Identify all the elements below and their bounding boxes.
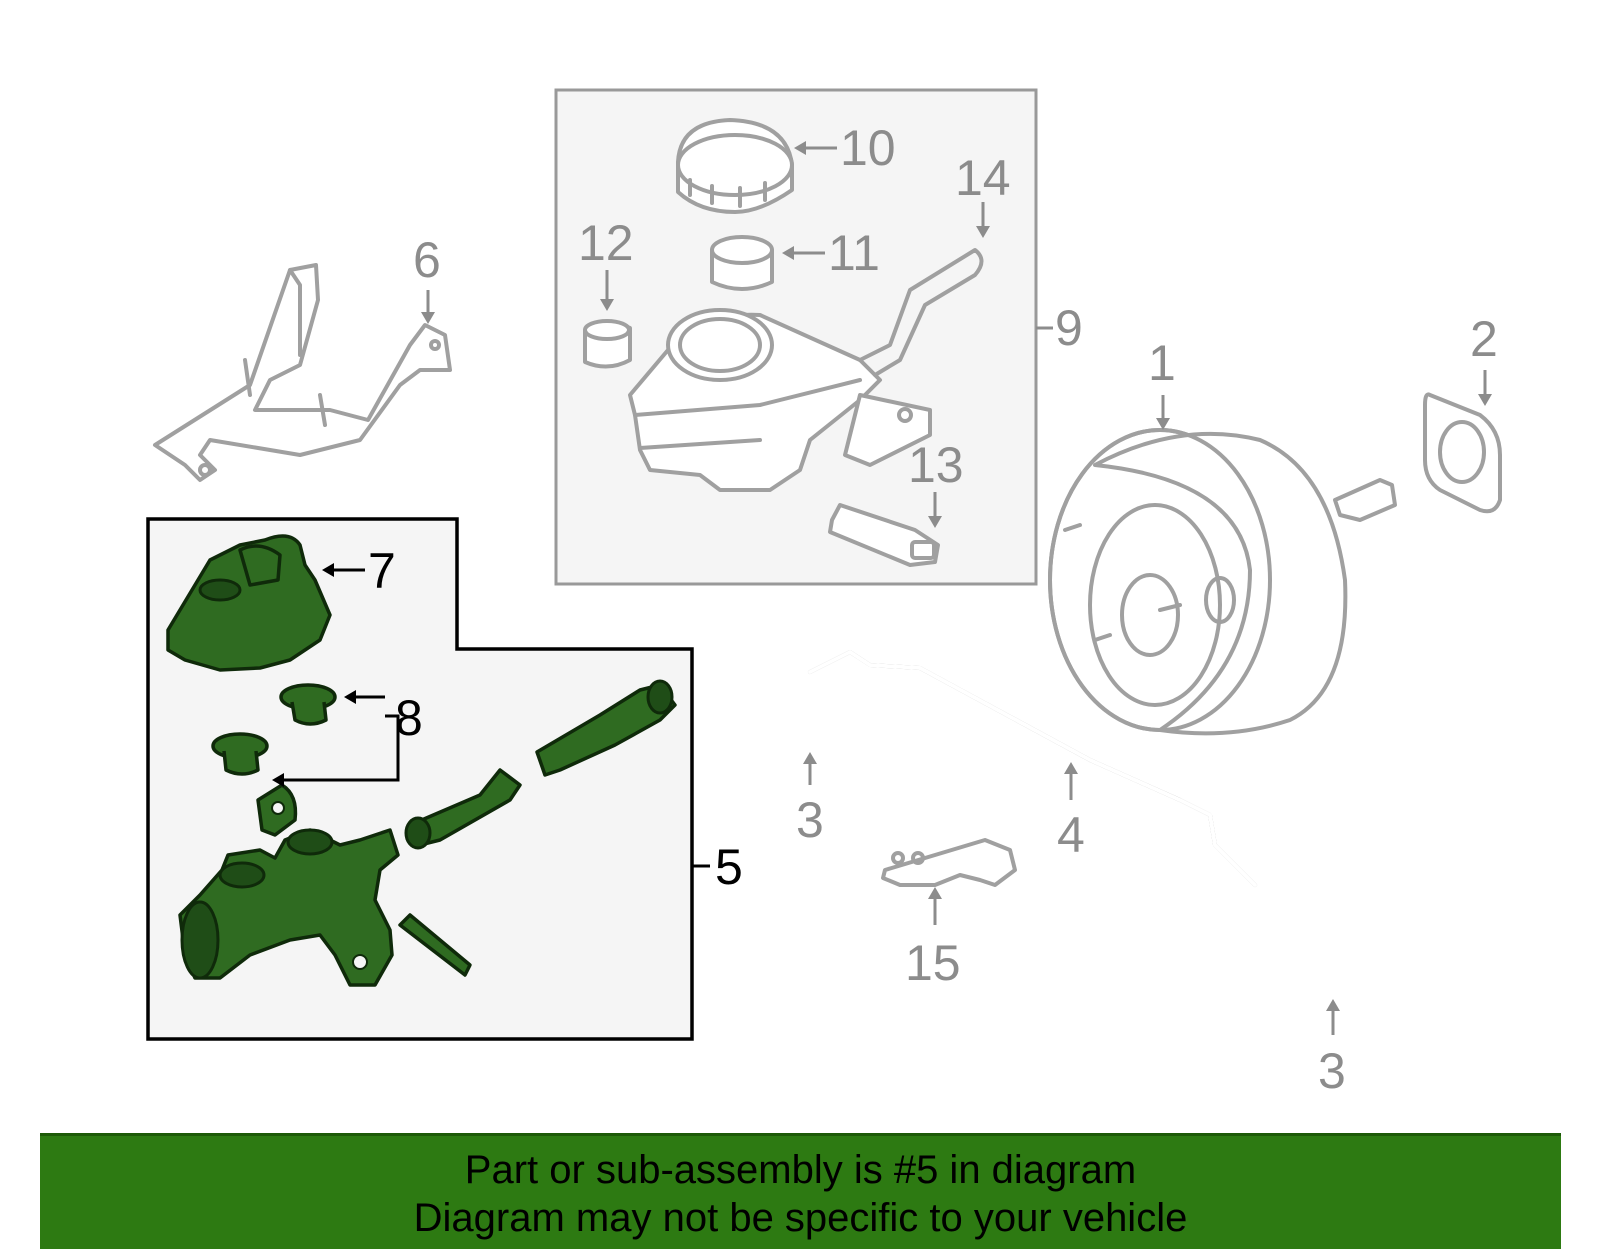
part-3-hose-upper <box>734 688 906 816</box>
part-3-hose-lower <box>1276 891 1369 990</box>
callout-11: 11 <box>828 225 880 281</box>
part-5-master-cylinder <box>178 783 400 987</box>
part-6-bracket <box>153 263 452 482</box>
callout-8: 8 <box>395 690 423 746</box>
callout-7: 7 <box>368 543 396 599</box>
part-7-reservoir-tank <box>166 534 332 672</box>
part-5-piston-assembly <box>398 679 677 977</box>
callout-3-lower: 3 <box>1318 1043 1346 1099</box>
part-13-clip <box>828 503 940 567</box>
callout-4: 4 <box>1057 807 1085 863</box>
callout-13: 13 <box>908 437 964 493</box>
part-11-strainer <box>710 235 774 291</box>
callout-3-upper: 3 <box>796 792 824 848</box>
part-8-grommet-lower <box>211 732 269 776</box>
callout-5: 5 <box>715 839 743 895</box>
callout-6: 6 <box>413 232 441 288</box>
part-8-grommet-upper <box>279 683 337 726</box>
part-15-bracket <box>881 838 1017 887</box>
notice-banner: Part or sub-assembly is #5 in diagram Di… <box>40 1133 1561 1249</box>
callout-10: 10 <box>840 120 896 176</box>
callout-14: 14 <box>955 150 1011 206</box>
callout-labels: 1 2 3 3 4 5 6 7 8 9 10 11 12 13 14 15 <box>368 120 1498 1099</box>
part-12-plug <box>583 319 632 369</box>
callout-2: 2 <box>1470 311 1498 367</box>
callout-15: 15 <box>905 935 961 991</box>
part-9-reservoir <box>628 248 984 492</box>
leader-arrows <box>421 141 1492 1035</box>
callout-9: 9 <box>1055 300 1083 356</box>
banner-line-1: Part or sub-assembly is #5 in diagram <box>464 1148 1137 1192</box>
callout-1: 1 <box>1148 335 1176 391</box>
banner-line-2: Diagram may not be specific to your vehi… <box>413 1196 1188 1240</box>
part-10-reservoir-cap <box>676 118 794 214</box>
part-1-brake-booster <box>1048 428 1397 736</box>
leader-arrows-highlight <box>272 563 400 787</box>
callout-12: 12 <box>578 215 634 271</box>
part-4-vacuum-pipe <box>808 649 1257 887</box>
part-2-gasket <box>1423 392 1502 514</box>
